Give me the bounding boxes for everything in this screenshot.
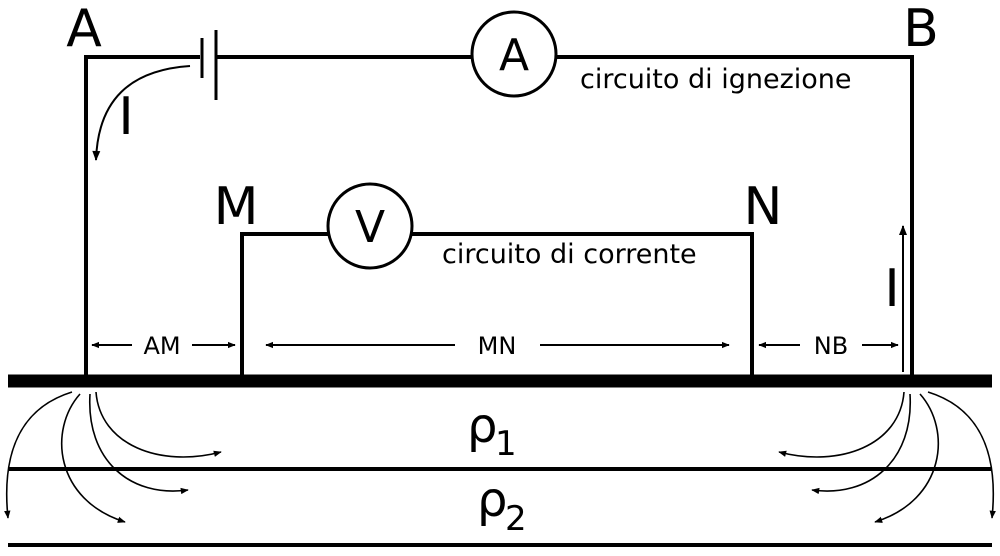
electrode-a-label: A: [66, 0, 102, 59]
svg-text:ρ: ρ: [477, 472, 507, 528]
flow-line: [874, 393, 940, 523]
svg-text:ρ: ρ: [467, 398, 497, 454]
voltmeter: V: [326, 182, 414, 270]
electrode-n-label: N: [744, 177, 783, 237]
flow-line: [4, 391, 73, 519]
spacing-mn-label: MN: [478, 332, 517, 360]
current-label-right: I: [884, 259, 899, 319]
spacing-am: AM: [91, 332, 236, 360]
flow-line: [927, 391, 996, 519]
current-circuit-label: circuito di corrente: [442, 239, 697, 270]
ammeter-label: A: [499, 30, 529, 81]
flow-line: [89, 393, 189, 495]
injection-wire-right: [556, 55, 914, 376]
spacing-nb: NB: [758, 332, 899, 360]
electrode-m-label: M: [214, 177, 259, 237]
potential-circuit-wire-right: [412, 232, 754, 376]
ammeter-icon: [470, 10, 558, 98]
potential-circuit-wire: [240, 232, 330, 376]
injection-circuit: [84, 55, 914, 376]
flow-line: [778, 391, 905, 458]
current-label-left: I: [118, 87, 133, 147]
ammeter: A: [470, 10, 558, 98]
injection-wire-left: [84, 55, 200, 376]
voltmeter-icon: [326, 182, 414, 270]
current-flow-lines-right: [778, 391, 996, 523]
rho-2-symbol: ρ: [477, 472, 507, 528]
battery-icon: [200, 30, 218, 100]
current-flow-lines-left: [4, 391, 222, 523]
current-arrow-left: [92, 65, 191, 161]
rho-1-symbol: ρ: [467, 398, 497, 454]
flow-line: [95, 391, 222, 458]
injection-circuit-label: circuito di ignezione: [580, 64, 852, 95]
flow-line: [811, 393, 911, 495]
flow-line: [60, 393, 126, 523]
voltmeter-label: V: [355, 202, 385, 253]
spacing-am-label: AM: [143, 332, 180, 360]
layer-2-label: ρ 2: [477, 472, 527, 539]
rho-2-subscript: 2: [505, 499, 527, 539]
spacing-mn: MN: [265, 332, 730, 360]
electrode-b-label: B: [903, 0, 939, 59]
layer-1-label: ρ 1: [467, 398, 517, 464]
rho-1-subscript: 1: [495, 424, 517, 464]
spacing-nb-label: NB: [814, 332, 848, 360]
